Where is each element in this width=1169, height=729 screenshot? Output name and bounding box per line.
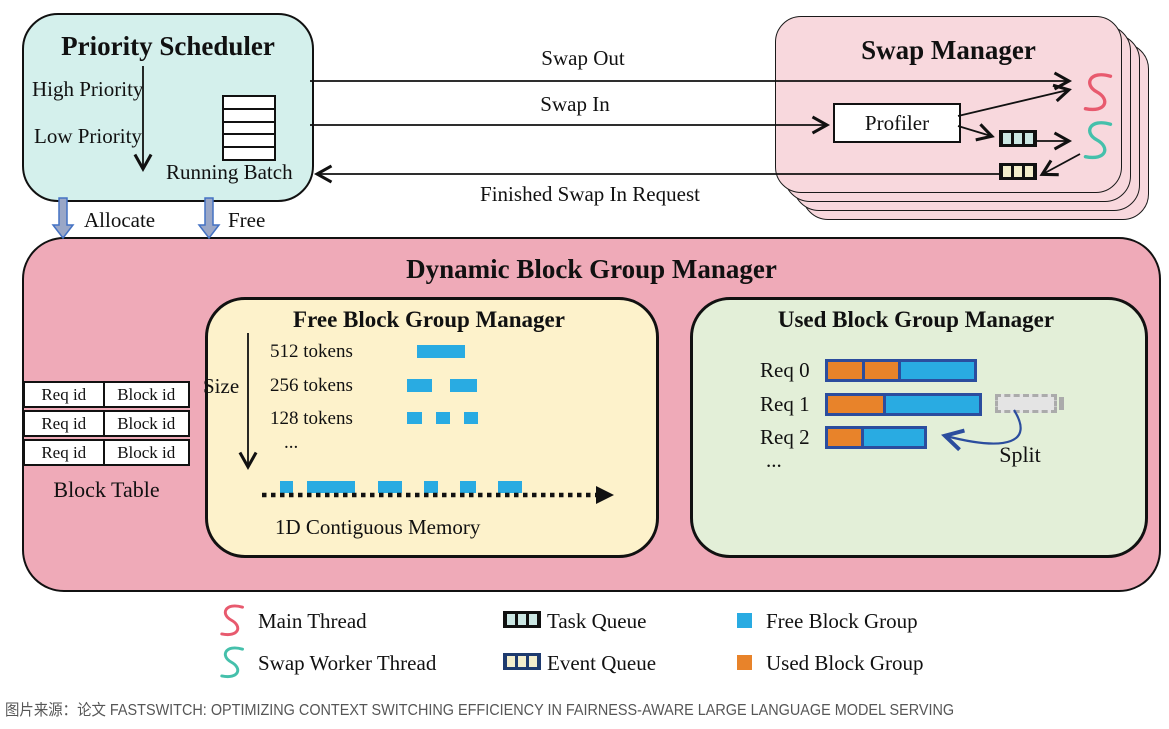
req2-block-bar bbox=[825, 426, 927, 449]
running-batch-label: Running Batch bbox=[166, 160, 293, 184]
allocate-label: Allocate bbox=[84, 208, 156, 232]
used-manager-title: Used Block Group Manager bbox=[777, 307, 1055, 332]
block-id-cell: Block id bbox=[103, 410, 190, 437]
split-label: Split bbox=[999, 442, 1041, 467]
swap-worker-squiggle-icon bbox=[220, 646, 244, 679]
split-off-blocks bbox=[995, 394, 1057, 413]
free-arrow bbox=[197, 197, 221, 240]
swap-worker-squiggle-icon bbox=[1083, 121, 1113, 160]
finished-swap-in-label: Finished Swap In Request bbox=[480, 182, 700, 206]
free-block bbox=[464, 412, 478, 424]
req-id-cell: Req id bbox=[23, 410, 104, 437]
token-row-ellipsis: ... bbox=[284, 432, 299, 453]
swap-in-label: Swap In bbox=[540, 92, 610, 116]
dynamic-manager-title: Dynamic Block Group Manager bbox=[406, 254, 777, 284]
req-ellipsis: ... bbox=[766, 448, 782, 472]
memory-label: 1D Contiguous Memory bbox=[275, 515, 481, 539]
event-queue-icon bbox=[503, 653, 541, 670]
free-block bbox=[407, 379, 432, 392]
split-off-block-end bbox=[1059, 397, 1064, 410]
event-queue-icon bbox=[999, 163, 1037, 180]
profiler-label: Profiler bbox=[864, 110, 930, 135]
table-row: Req id Block id bbox=[23, 439, 190, 466]
free-block bbox=[436, 412, 450, 424]
swap-manager-title: Swap Manager bbox=[861, 35, 1036, 65]
legend-main-thread-label: Main Thread bbox=[258, 609, 367, 633]
block-table-label: Block Table bbox=[53, 477, 160, 502]
block-id-cell: Block id bbox=[103, 439, 190, 466]
main-thread-squiggle-icon bbox=[220, 604, 244, 637]
main-thread-squiggle-icon bbox=[1083, 73, 1113, 112]
free-label: Free bbox=[228, 208, 266, 232]
req-label: Req 2 bbox=[760, 425, 810, 449]
task-queue-icon bbox=[503, 611, 541, 628]
allocate-arrow bbox=[51, 197, 75, 240]
free-block-swatch bbox=[737, 613, 752, 628]
low-priority-label: Low Priority bbox=[34, 124, 142, 148]
task-queue-icon bbox=[999, 130, 1037, 147]
free-block bbox=[417, 345, 465, 358]
token-row-label: 256 tokens bbox=[270, 375, 353, 396]
block-id-cell: Block id bbox=[103, 381, 190, 408]
free-block bbox=[307, 481, 355, 493]
free-block bbox=[407, 412, 422, 424]
free-block bbox=[460, 481, 476, 493]
table-row: Req id Block id bbox=[23, 410, 190, 437]
req-label: Req 0 bbox=[760, 358, 810, 382]
image-source-caption: 图片来源：论文 FASTSWITCH: OPTIMIZING CONTEXT S… bbox=[5, 702, 955, 719]
swap-out-label: Swap Out bbox=[541, 46, 625, 70]
profiler-box: Profiler bbox=[833, 103, 961, 143]
block-table: Req id Block id Req id Block id Req id B… bbox=[23, 381, 190, 468]
free-block bbox=[424, 481, 438, 493]
free-block-group-manager-box bbox=[205, 297, 659, 558]
free-block bbox=[378, 481, 402, 493]
free-manager-title: Free Block Group Manager bbox=[293, 307, 565, 332]
req-label: Req 1 bbox=[760, 392, 810, 416]
token-row-label: 128 tokens bbox=[270, 408, 353, 429]
req1-block-bar bbox=[825, 393, 982, 416]
table-row: Req id Block id bbox=[23, 381, 190, 408]
legend-task-queue-label: Task Queue bbox=[547, 609, 647, 633]
size-label: Size bbox=[203, 374, 240, 398]
legend-used-block-label: Used Block Group bbox=[766, 651, 924, 675]
high-priority-label: High Priority bbox=[32, 77, 144, 101]
req-id-cell: Req id bbox=[23, 439, 104, 466]
legend-swap-worker-label: Swap Worker Thread bbox=[258, 651, 437, 675]
legend-event-queue-label: Event Queue bbox=[547, 651, 657, 675]
priority-scheduler-box: Priority Scheduler High Priority Low Pri… bbox=[22, 13, 314, 202]
free-block bbox=[498, 481, 522, 493]
token-row-label: 512 tokens bbox=[270, 341, 353, 362]
priority-scheduler-title: Priority Scheduler bbox=[61, 31, 275, 61]
free-block bbox=[450, 379, 477, 392]
legend-free-block-label: Free Block Group bbox=[766, 609, 918, 633]
used-block-swatch bbox=[737, 655, 752, 670]
running-batch-stack-icon bbox=[222, 95, 276, 161]
req0-block-bar bbox=[825, 359, 977, 382]
free-block bbox=[280, 481, 293, 493]
req-id-cell: Req id bbox=[23, 381, 104, 408]
